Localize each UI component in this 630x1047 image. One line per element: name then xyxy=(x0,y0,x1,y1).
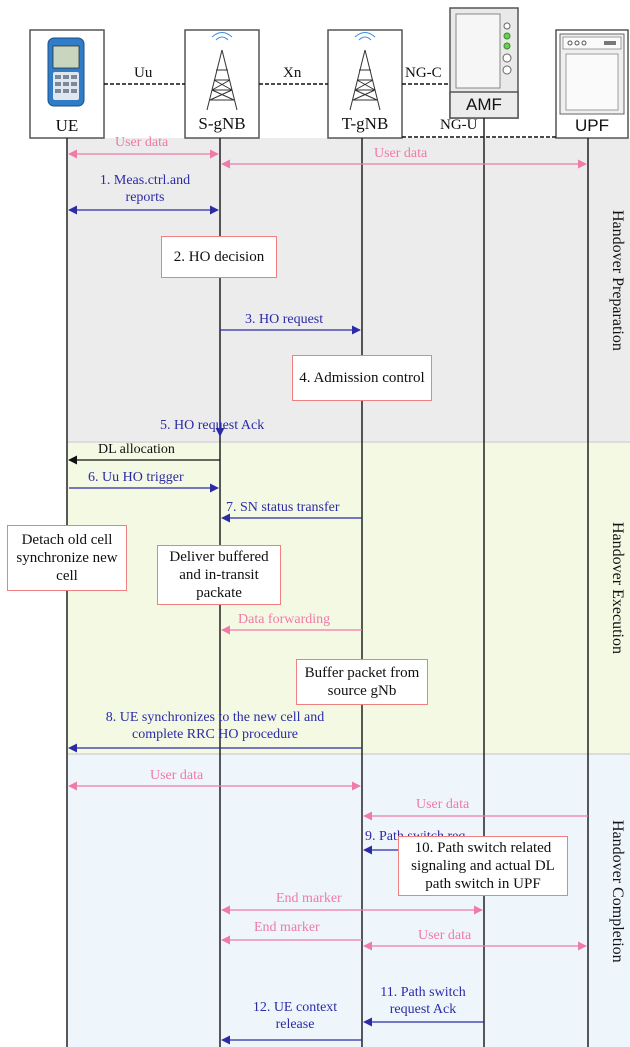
ue-sync-label: 8. UE synchronizes to the new cell and c… xyxy=(105,710,325,742)
end-marker-label: End marker xyxy=(254,920,320,935)
path-switch-ack-label: 11. Path switch request Ack xyxy=(380,985,466,1017)
uu-label: Uu xyxy=(134,65,153,81)
meas-ctrl-label: 1. Meas.ctrl.and reports xyxy=(99,173,191,205)
user-data-label: User data xyxy=(418,928,472,943)
data-forwarding-label: Data forwarding xyxy=(238,612,331,627)
xn-label: Xn xyxy=(283,65,302,81)
phone-icon xyxy=(47,37,85,107)
server-icon xyxy=(559,33,625,115)
phase-execution-label: Handover Execution xyxy=(609,522,626,654)
path-switch-signaling-box: 10. Path switch related signaling and ac… xyxy=(398,836,568,896)
amf-label: AMF xyxy=(466,95,502,114)
ngc-label: NG-C xyxy=(405,65,442,81)
buffer-packet-box: Buffer packet from source gNb xyxy=(296,659,428,705)
ngu-label: NG-U xyxy=(440,117,478,133)
user-data-label: User data xyxy=(115,135,169,150)
tower-icon xyxy=(349,32,381,111)
ue-context-release-label: 12. UE context release xyxy=(252,1000,338,1032)
tgnb-label: T-gNB xyxy=(341,114,389,133)
completion-band xyxy=(68,754,630,1047)
server-icon xyxy=(449,7,519,119)
phase-divider xyxy=(68,441,630,443)
phase-divider xyxy=(68,753,630,755)
ho-request-ack-label: 5. HO request Ack xyxy=(160,418,265,433)
ho-decision-box: 2. HO decision xyxy=(161,236,277,278)
uu-ho-trigger-label: 6. Uu HO trigger xyxy=(88,470,184,485)
ho-request-label: 3. HO request xyxy=(245,312,324,327)
sgnb-label: S-gNB xyxy=(198,114,246,133)
user-data-label: User data xyxy=(150,768,204,783)
upf-label: UPF xyxy=(575,116,609,135)
phase-preparation-label: Handover Preparation xyxy=(609,210,626,351)
sn-status-label: 7. SN status transfer xyxy=(226,500,340,515)
admission-control-box: 4. Admission control xyxy=(292,355,432,401)
tower-icon xyxy=(206,32,238,111)
phase-completion-label: Handover Completion xyxy=(609,820,626,963)
dl-allocation-label: DL allocation xyxy=(98,442,175,457)
detach-box: Detach old cell synchronize new cell xyxy=(7,525,127,591)
user-data-label: User data xyxy=(374,146,428,161)
deliver-buffered-box: Deliver buffered and in-transit packate xyxy=(157,545,281,605)
end-marker-label: End marker xyxy=(276,891,342,906)
user-data-label: User data xyxy=(416,797,470,812)
ue-label: UE xyxy=(55,116,79,135)
